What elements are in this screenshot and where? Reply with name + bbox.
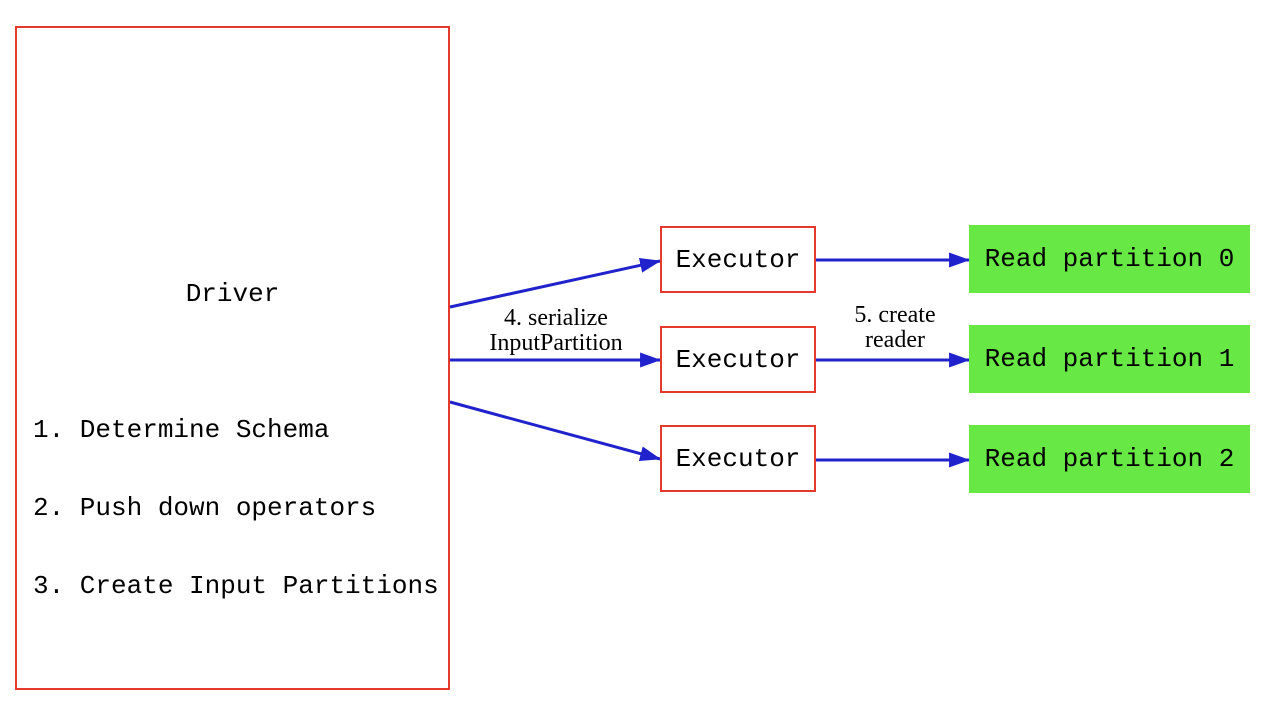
driver-step-3: 3. Create Input Partitions xyxy=(33,571,439,601)
edge-label-create-reader-line2: reader xyxy=(865,327,925,353)
edge-label-serialize-inputpartition: 4. serialize InputPartition xyxy=(450,306,662,356)
read-partition-box-1: Read partition 1 xyxy=(969,325,1250,393)
read-partition-box-2: Read partition 2 xyxy=(969,425,1250,493)
executor-box-1: Executor xyxy=(660,326,816,393)
executor-label-2: Executor xyxy=(675,443,801,474)
arrow-driver-to-executor-2 xyxy=(449,400,662,462)
executor-box-2: Executor xyxy=(660,425,816,492)
edge-label-serialize-line1: 4. serialize xyxy=(504,305,608,331)
driver-steps-list: 1. Determine Schema 2. Push down operato… xyxy=(33,365,439,651)
read-partition-label-0: Read partition 0 xyxy=(984,244,1235,274)
edge-label-serialize-line2: InputPartition xyxy=(489,330,623,356)
edge-label-create-reader: 5. create reader xyxy=(817,303,973,353)
arrow-driver-to-executor-0 xyxy=(449,257,662,309)
read-partition-label-1: Read partition 1 xyxy=(984,344,1235,374)
driver-step-1: 1. Determine Schema xyxy=(33,415,330,445)
driver-title: Driver xyxy=(185,279,280,309)
executor-label-1: Executor xyxy=(675,344,801,375)
read-partition-box-0: Read partition 0 xyxy=(969,225,1250,293)
executor-box-0: Executor xyxy=(660,226,816,293)
executor-label-0: Executor xyxy=(675,244,801,275)
driver-box: Driver 1. Determine Schema 2. Push down … xyxy=(15,26,450,690)
driver-step-2: 2. Push down operators xyxy=(33,493,377,523)
edge-label-create-reader-line1: 5. create xyxy=(854,302,936,328)
read-partition-label-2: Read partition 2 xyxy=(984,444,1235,474)
